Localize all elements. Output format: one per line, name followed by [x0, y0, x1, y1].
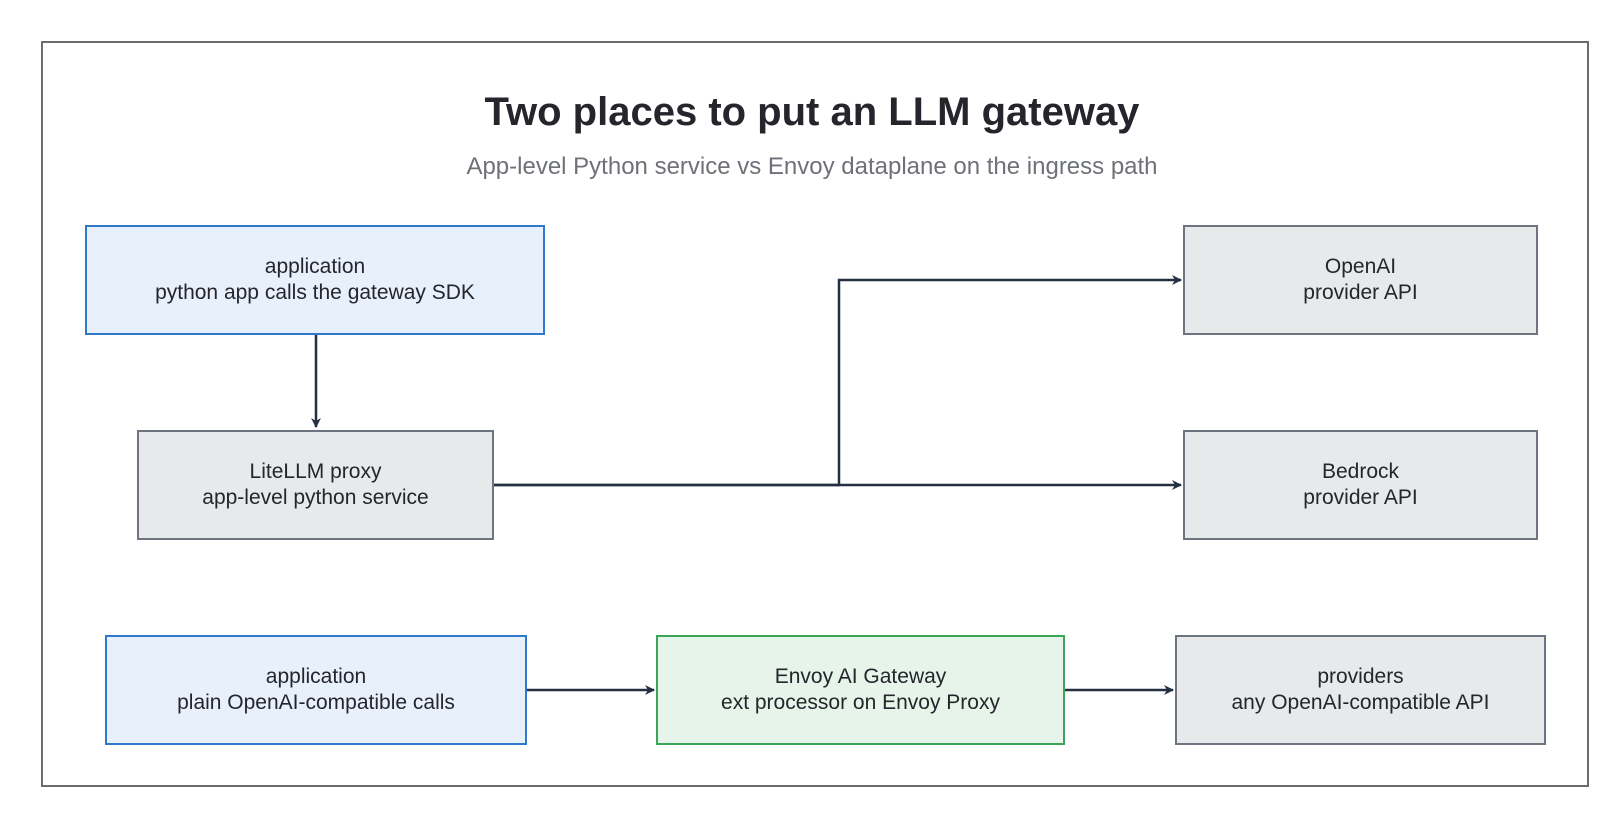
node-bedrock: Bedrock provider API [1183, 430, 1538, 540]
node-application-sdk: application python app calls the gateway… [85, 225, 545, 335]
node-sublabel: provider API [1303, 281, 1418, 304]
node-litellm-proxy: LiteLLM proxy app-level python service [137, 430, 494, 540]
node-label: application [265, 665, 367, 688]
node-label: providers [1317, 665, 1404, 688]
node-sublabel: ext processor on Envoy Proxy [721, 691, 1000, 714]
node-label: Envoy AI Gateway [774, 665, 947, 688]
node-sublabel: provider API [1303, 486, 1418, 509]
edge-litellm-to-openai [494, 275, 1182, 487]
diagram-title: Two places to put an LLM gateway [484, 90, 1140, 134]
node-providers: providers any OpenAI-compatible API [1175, 635, 1546, 745]
node-sublabel: any OpenAI-compatible API [1231, 691, 1490, 714]
node-label: LiteLLM proxy [249, 460, 382, 483]
node-openai: OpenAI provider API [1183, 225, 1538, 335]
node-sublabel: app-level python service [202, 486, 429, 509]
node-label: application [264, 255, 366, 278]
node-application-openai: application plain OpenAI-compatible call… [105, 635, 527, 745]
diagram-subtitle: App-level Python service vs Envoy datapl… [466, 153, 1158, 180]
node-sublabel: plain OpenAI-compatible calls [177, 691, 455, 714]
diagram-frame [41, 41, 1589, 787]
node-label: Bedrock [1321, 460, 1400, 483]
node-label: OpenAI [1324, 255, 1397, 278]
node-envoy-ai-gateway: Envoy AI Gateway ext processor on Envoy … [656, 635, 1065, 745]
node-sublabel: python app calls the gateway SDK [155, 281, 475, 304]
